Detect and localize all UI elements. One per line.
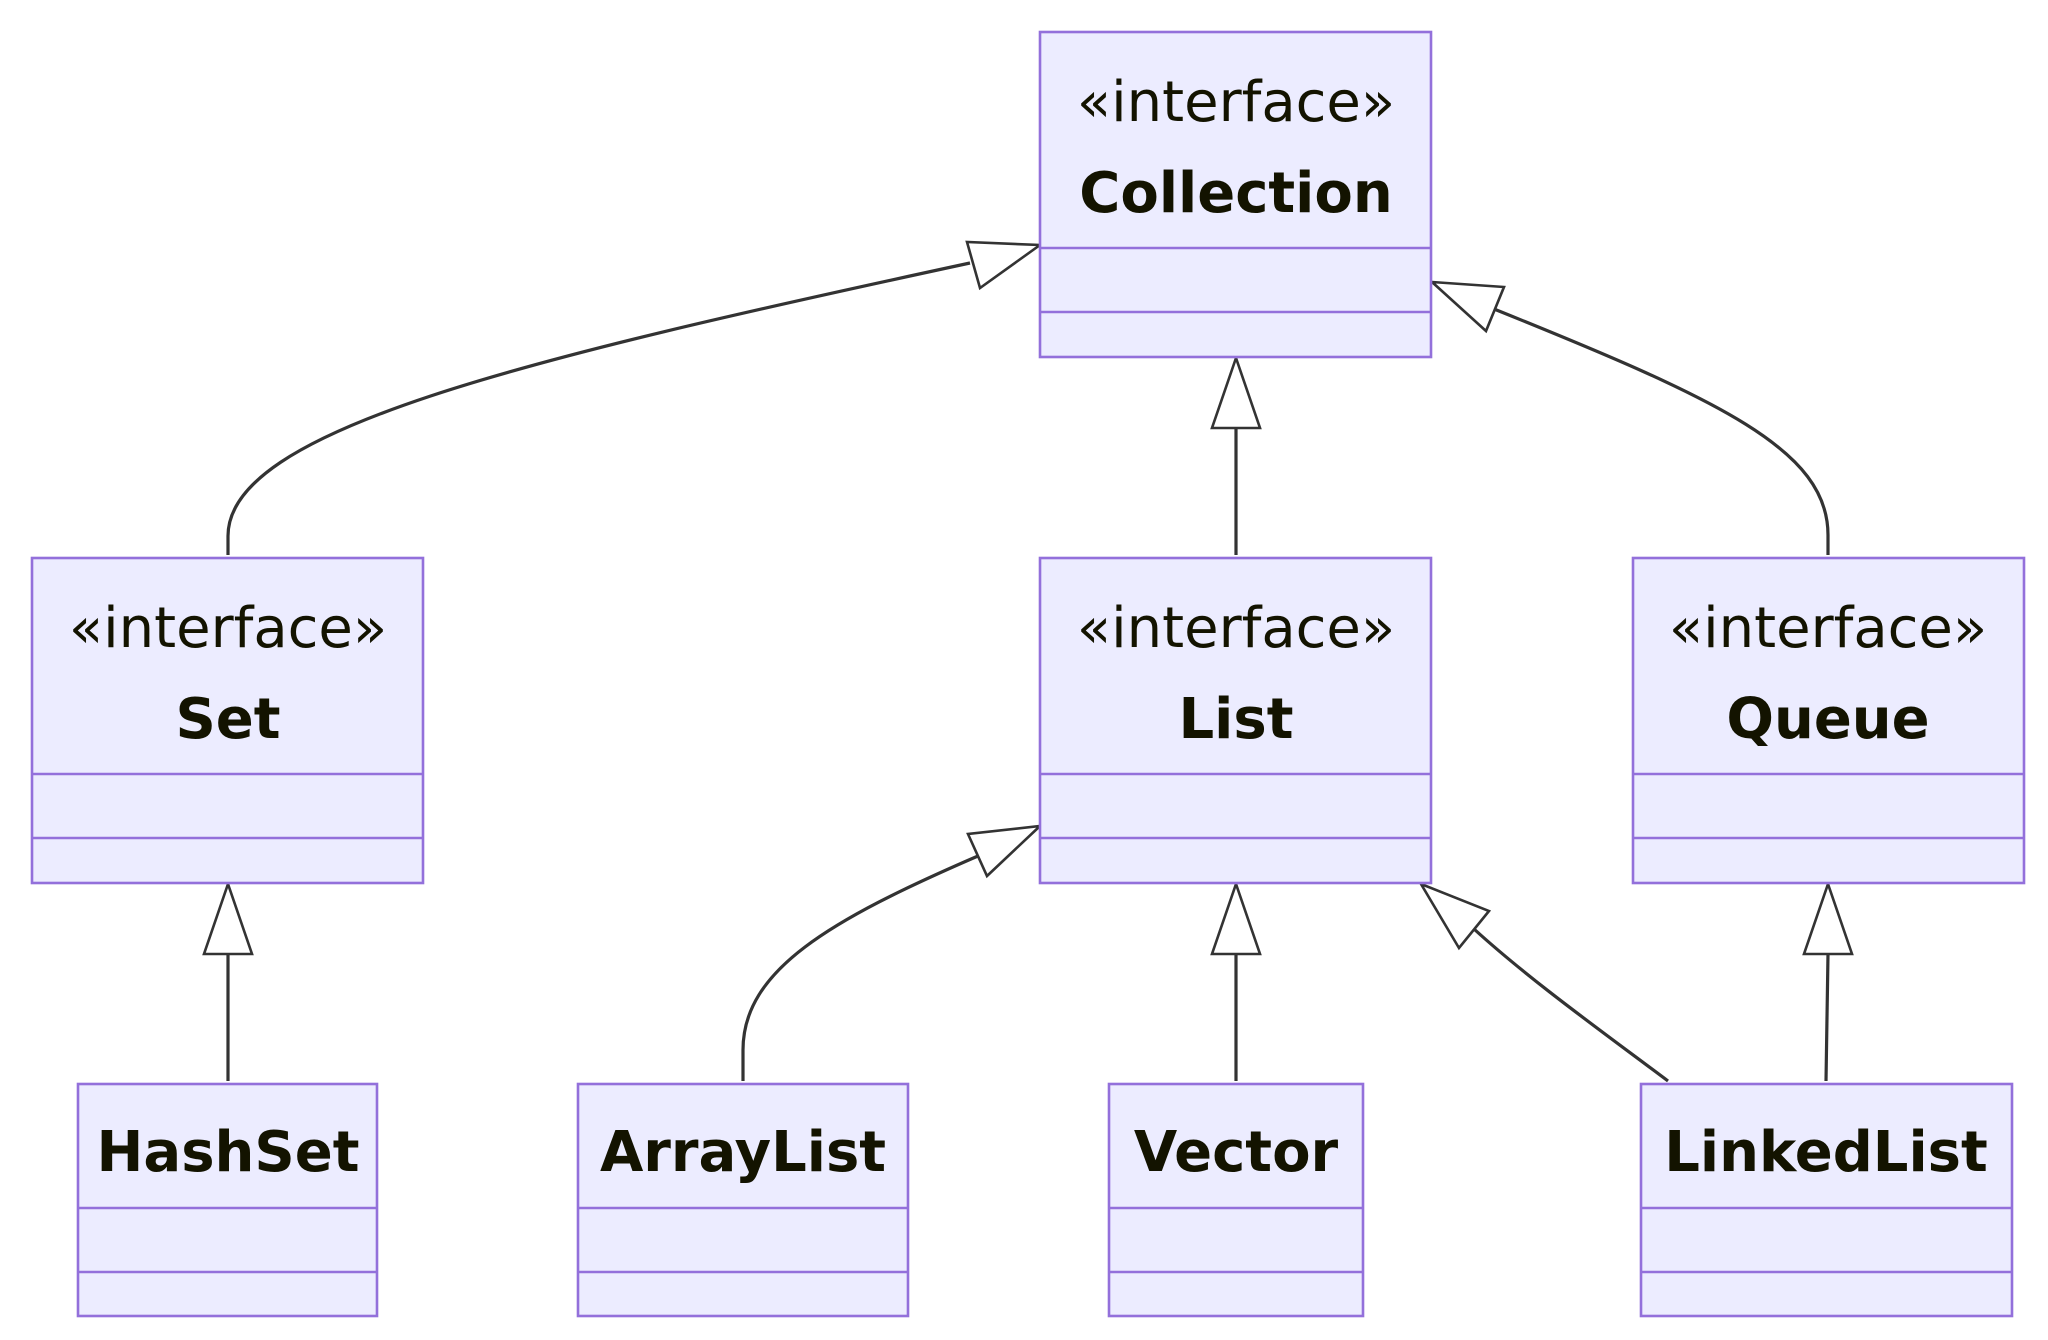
class-queue-stereotype: «interface»	[1669, 596, 1987, 661]
class-set-name: Set	[175, 687, 280, 752]
class-collection-stereotype: «interface»	[1077, 70, 1395, 135]
class-collection-name: Collection	[1079, 161, 1392, 226]
class-linkedlist: LinkedList	[1639, 1082, 2014, 1318]
class-vector: Vector	[1107, 1082, 1365, 1318]
arrowhead-linkedlist-to-queue	[1802, 879, 1854, 956]
arrowhead-set-to-collection	[965, 240, 1044, 291]
class-list-box	[1038, 556, 1433, 885]
edges	[202, 240, 1854, 1083]
class-list-stereotype: «interface»	[1077, 596, 1395, 661]
arrowhead-list-to-collection	[1210, 353, 1262, 430]
arrowhead-queue-to-collection	[1428, 280, 1506, 334]
class-collection: «interface» Collection	[1038, 30, 1433, 359]
class-linkedlist-name: LinkedList	[1664, 1120, 1988, 1185]
edge-queue-to-collection	[1493, 307, 1830, 555]
class-queue: «interface» Queue	[1631, 556, 2026, 885]
class-hashset-name: HashSet	[97, 1120, 360, 1185]
class-linkedlist-box	[1639, 1082, 2014, 1318]
class-collection-box	[1038, 30, 1433, 359]
arrowhead-linkedlist-to-list	[1417, 881, 1492, 951]
class-arraylist: ArrayList	[576, 1082, 910, 1318]
class-arraylist-box	[576, 1082, 910, 1318]
class-vector-name: Vector	[1134, 1120, 1339, 1185]
class-hashset: HashSet	[76, 1082, 379, 1318]
class-vector-box	[1107, 1082, 1365, 1318]
class-set-box	[30, 556, 425, 885]
edge-arraylist-to-list	[741, 854, 979, 1081]
class-list-name: List	[1179, 687, 1294, 752]
class-list: «interface» List	[1038, 556, 1433, 885]
arrowhead-hashset-to-set	[202, 879, 254, 956]
edge-set-to-collection	[226, 261, 971, 555]
class-queue-box	[1631, 556, 2026, 885]
arrowhead-vector-to-list	[1210, 879, 1262, 956]
edge-linkedlist-to-list	[1472, 927, 1669, 1083]
arrowhead-arraylist-to-list	[966, 824, 1044, 879]
class-set-stereotype: «interface»	[69, 596, 387, 661]
class-arraylist-name: ArrayList	[600, 1120, 886, 1185]
class-hashset-box	[76, 1082, 379, 1318]
edge-linkedlist-to-queue	[1824, 953, 1830, 1082]
class-set: «interface» Set	[30, 556, 425, 885]
class-queue-name: Queue	[1726, 687, 1929, 752]
